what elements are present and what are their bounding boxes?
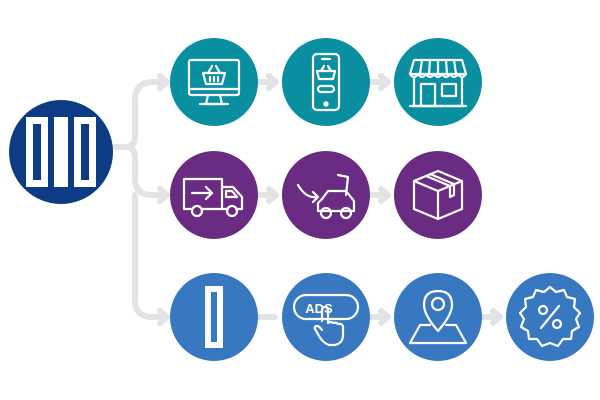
- desktop-shopping-icon: [170, 38, 258, 126]
- arrowhead-row3: [157, 308, 170, 326]
- brand-logo-icon: [9, 100, 113, 204]
- mobile-shopping-icon: [282, 38, 370, 126]
- discount-badge-icon: [506, 273, 594, 361]
- node-brand-pillar: [170, 273, 258, 361]
- arrow-row2-a: [255, 186, 279, 204]
- arrowhead-row2: [157, 186, 170, 204]
- node-desktop-shopping: [170, 38, 258, 126]
- branch-connector-row3: [132, 192, 169, 320]
- arrow-row1-a: [255, 73, 279, 91]
- branch-connector-row2: [122, 144, 169, 198]
- ads-click-icon: ADS: [282, 273, 370, 361]
- trunk-connector: [109, 79, 169, 150]
- node-mobile-shopping: [282, 38, 370, 126]
- arrow-row2-b: [367, 186, 391, 204]
- node-discount-badge: [506, 273, 594, 361]
- ads-label: ADS: [305, 301, 333, 316]
- car-trunk-pickup-icon: [282, 151, 370, 239]
- node-map-pin: [394, 273, 482, 361]
- node-storefront: [394, 38, 482, 126]
- package-box-icon: [394, 151, 482, 239]
- arrow-row3-b: [367, 308, 391, 326]
- node-package-box: [394, 151, 482, 239]
- arrow-row3-c: [479, 308, 503, 326]
- map-pin-icon: [394, 273, 482, 361]
- storefront-icon: [394, 38, 482, 126]
- brand-pillar-icon: [170, 273, 258, 361]
- node-ads-click: ADS: [282, 273, 370, 361]
- arrow-row1-b: [367, 73, 391, 91]
- node-delivery-truck: [170, 151, 258, 239]
- node-car-trunk-pickup: [282, 151, 370, 239]
- delivery-truck-icon: [170, 151, 258, 239]
- arrowhead-row1: [157, 73, 170, 91]
- brand-logo-node: [9, 100, 113, 204]
